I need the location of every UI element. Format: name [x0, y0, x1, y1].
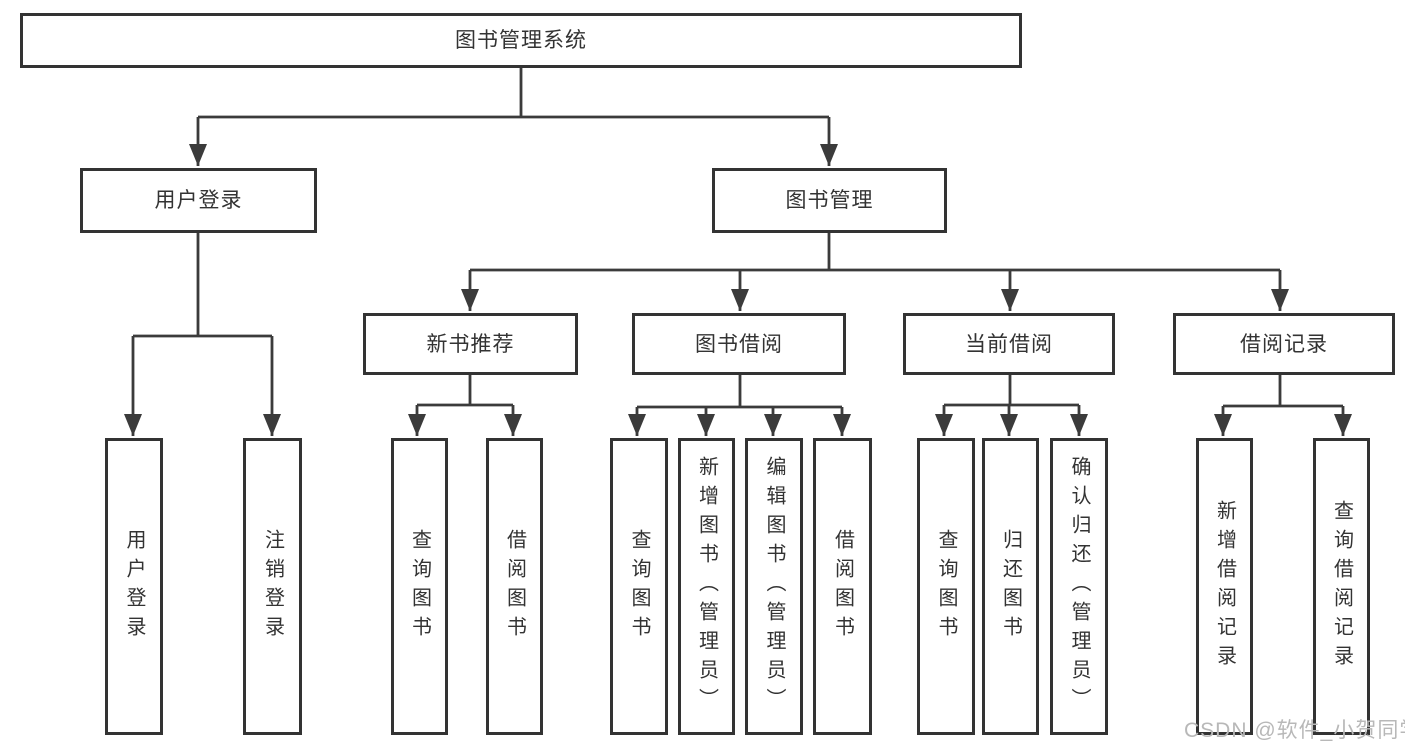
- node-cb-confirm-return-admin: 确认归还（管理员）: [1050, 438, 1108, 735]
- node-book-mgmt: 图书管理: [712, 168, 947, 233]
- node-new-book-rec: 新书推荐: [363, 313, 578, 375]
- node-br-add-record: 新增借阅记录: [1196, 438, 1253, 735]
- branch-bars: [133, 68, 1343, 409]
- node-logout: 注销登录: [243, 438, 302, 735]
- node-bb-add-books-admin: 新增图书（管理员）: [678, 438, 735, 735]
- node-nb-borrow-books: 借阅图书: [486, 438, 543, 735]
- node-cb-query-books: 查询图书: [917, 438, 975, 735]
- node-user-login: 用户登录: [80, 168, 317, 233]
- node-login: 用户登录: [105, 438, 163, 735]
- watermark: CSDN @软件_小贺同学: [1184, 719, 1405, 742]
- node-book-borrow: 图书借阅: [632, 313, 846, 375]
- node-nb-query-books: 查询图书: [391, 438, 448, 735]
- node-bb-borrow-books: 借阅图书: [813, 438, 872, 735]
- node-br-query-record: 查询借阅记录: [1313, 438, 1370, 735]
- node-cb-return-books: 归还图书: [982, 438, 1039, 735]
- node-current-borrow: 当前借阅: [903, 313, 1115, 375]
- node-root: 图书管理系统: [20, 13, 1022, 68]
- node-bb-edit-books-admin: 编辑图书（管理员）: [745, 438, 803, 735]
- node-borrow-records: 借阅记录: [1173, 313, 1395, 375]
- node-bb-query-books: 查询图书: [610, 438, 668, 735]
